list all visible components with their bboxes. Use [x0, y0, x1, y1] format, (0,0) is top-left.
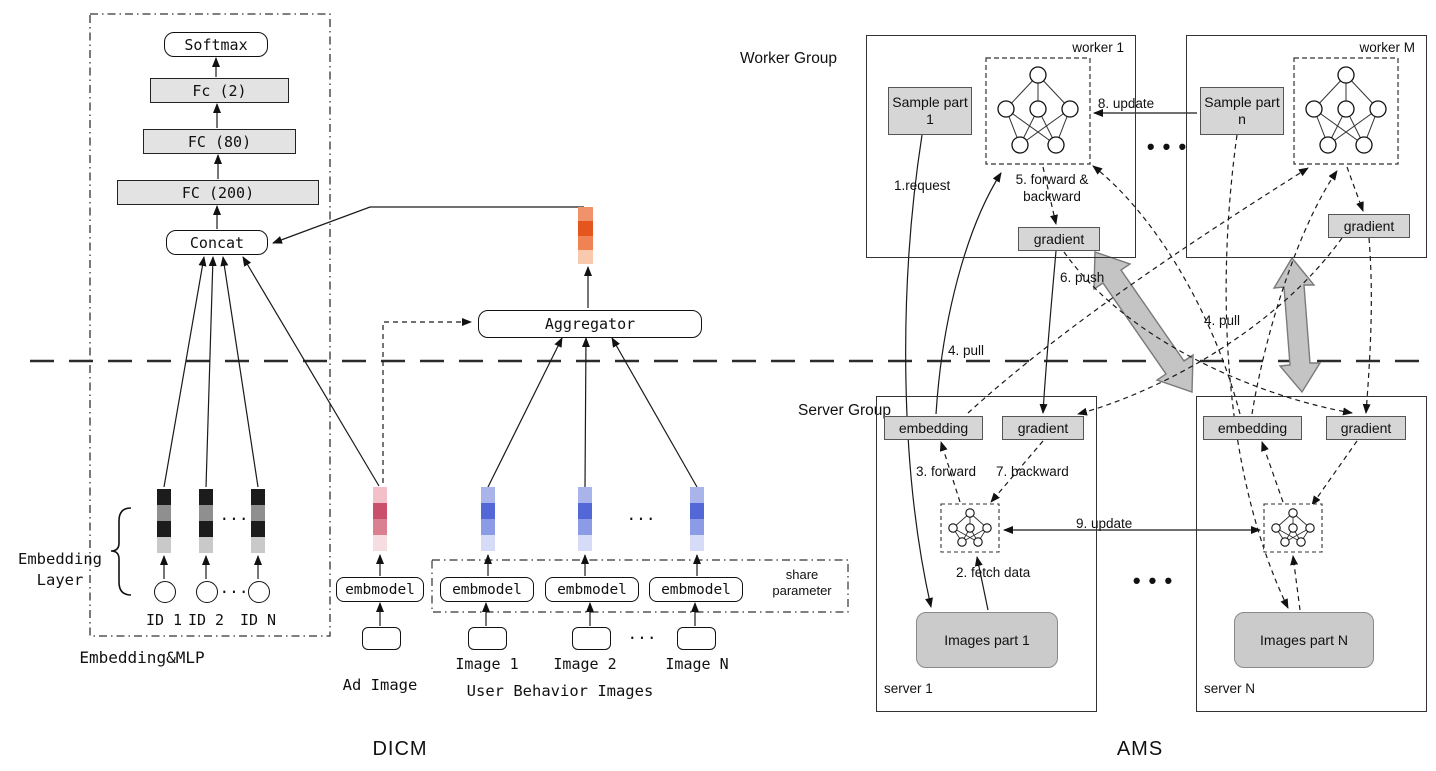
images-partN-box: Images part N	[1234, 612, 1374, 668]
server-ellipsis: • • •	[1132, 568, 1174, 593]
fc2-box: Fc (2)	[150, 78, 289, 103]
embedding-layer-brace	[110, 507, 132, 596]
behavior-embedding-bar-1	[481, 487, 495, 551]
embedding-mlp-box	[89, 13, 331, 637]
step7-label: 7. backward	[996, 464, 1069, 479]
id1-node	[154, 581, 176, 603]
workerM-label: worker M	[1359, 40, 1415, 55]
fc80-box: FC (80)	[143, 129, 296, 154]
step1-label: 1.request	[894, 178, 951, 193]
fc80-label: FC (80)	[187, 132, 252, 151]
ad-embedding-bar	[373, 487, 387, 551]
image2-input-box	[572, 627, 611, 650]
step5-label: 5. forward & backward	[1015, 172, 1089, 204]
step3-label: 3. forward	[916, 464, 977, 479]
step9-label: 9. update	[1076, 516, 1133, 531]
server1-embedding-box: embedding	[884, 416, 983, 440]
behavior-inputs-ellipsis: ...	[627, 624, 657, 643]
share-parameter-label: share parameter	[772, 567, 832, 598]
embedding-mlp-label: Embedding&MLP	[79, 648, 205, 667]
id2-node	[196, 581, 218, 603]
ad-image-label: Ad Image	[342, 676, 418, 694]
ams-title: AMS	[1116, 738, 1164, 760]
bulk-transfer-arrow-left	[1093, 251, 1194, 393]
embmodel-imageN-box: embmodel	[649, 577, 743, 602]
imageN-input-box	[677, 627, 716, 650]
share-parameter-box	[431, 559, 849, 613]
step2-label: 2. fetch data	[956, 565, 1031, 580]
id-embedding-bar-2	[199, 489, 213, 553]
behavior-embedding-bar-2	[578, 487, 592, 551]
images-part1-box: Images part 1	[916, 612, 1058, 668]
workerM-gradient-box: gradient	[1328, 214, 1410, 238]
worker1-box	[866, 35, 1136, 258]
embmodel-image1-box: embmodel	[440, 577, 534, 602]
id-bars-ellipsis: ...	[219, 505, 249, 524]
server1-gradient-box: gradient	[1002, 416, 1084, 440]
aggregator-box: Aggregator	[478, 310, 702, 338]
softmax-box: Softmax	[164, 32, 268, 57]
worker-group-label: Worker Group	[740, 50, 838, 67]
bulk-transfer-arrow-right	[1272, 256, 1322, 394]
behavior-bars-ellipsis: ...	[626, 505, 656, 524]
step4-right-label: 4. pull	[1204, 313, 1241, 328]
sample-partn-box: Sample part n	[1200, 87, 1284, 135]
server-group-label: Server Group	[798, 402, 892, 419]
sample-part1-box: Sample part 1	[888, 87, 972, 135]
idN-node	[248, 581, 270, 603]
softmax-label: Softmax	[184, 35, 248, 54]
step8-label: 8. update	[1097, 96, 1155, 111]
imageN-label: Image N	[665, 655, 729, 673]
workerM-box	[1186, 35, 1427, 258]
ad-image-input-box	[362, 627, 401, 650]
embmodel-ad-box: embmodel	[336, 577, 424, 602]
id2-label: ID 2	[187, 611, 225, 629]
image2-label: Image 2	[553, 655, 617, 673]
step6-label: 6. push	[1060, 270, 1105, 285]
serverN-embedding-box: embedding	[1203, 416, 1302, 440]
worker1-gradient-box: gradient	[1018, 227, 1100, 251]
idN-label: ID N	[239, 611, 277, 629]
behavior-embedding-bar-n	[690, 487, 704, 551]
server1-box	[876, 396, 1097, 712]
concat-label: Concat	[189, 233, 245, 252]
embmodel-image2-box: embmodel	[545, 577, 639, 602]
fc2-label: Fc (2)	[192, 81, 247, 100]
serverN-gradient-box: gradient	[1326, 416, 1406, 440]
id-circles-ellipsis: ...	[219, 578, 249, 597]
aggregated-embedding-bar	[578, 207, 593, 264]
fc200-box: FC (200)	[117, 180, 319, 205]
step4-left-label: 4. pull	[948, 343, 985, 358]
concat-box: Concat	[166, 230, 268, 255]
fc200-label: FC (200)	[181, 183, 255, 202]
worker-ellipsis: • • •	[1146, 134, 1188, 159]
user-behavior-label: User Behavior Images	[466, 682, 654, 700]
image1-label: Image 1	[455, 655, 519, 673]
server1-label: server 1	[884, 681, 933, 696]
id-embedding-bar-1	[157, 489, 171, 553]
id1-label: ID 1	[145, 611, 183, 629]
serverN-label: server N	[1204, 681, 1256, 696]
serverN-box	[1196, 396, 1427, 712]
image1-input-box	[468, 627, 507, 650]
worker1-label: worker 1	[1072, 40, 1124, 55]
dicm-title: DICM	[372, 738, 428, 760]
embedding-layer-label: Embedding Layer	[18, 550, 102, 589]
aggregator-label: Aggregator	[544, 315, 636, 333]
id-embedding-bar-n	[251, 489, 265, 553]
